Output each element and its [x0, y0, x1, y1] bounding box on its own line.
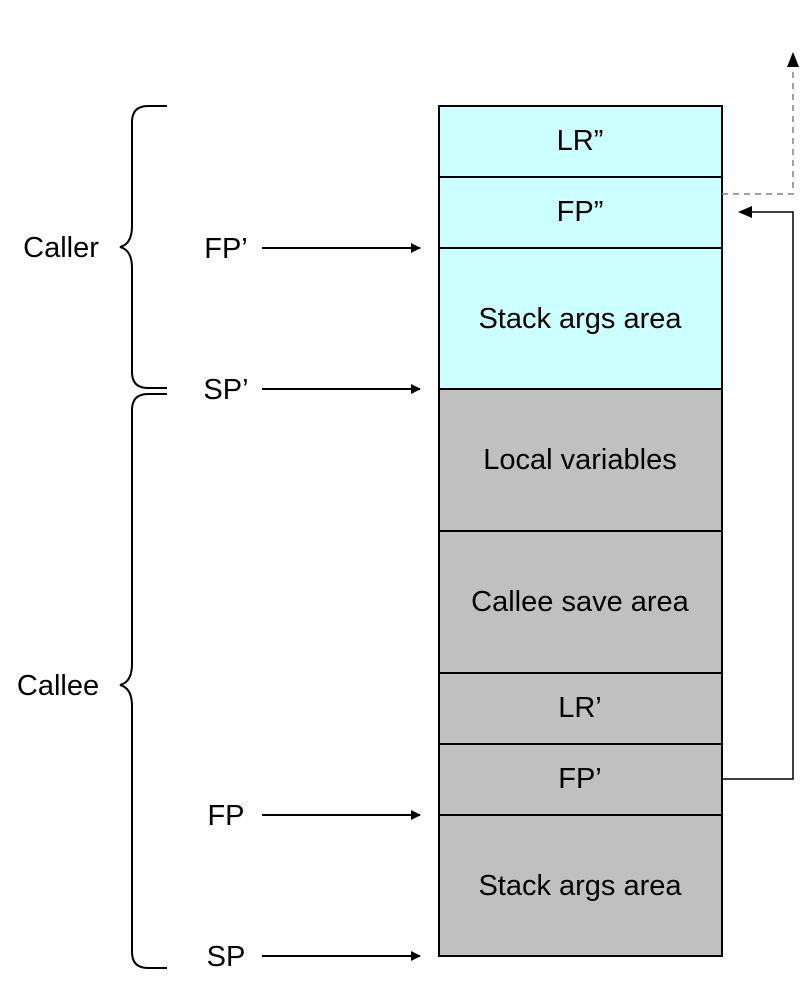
fp-chain-arrowhead-up [787, 52, 799, 67]
cell-label: Local variables [483, 444, 676, 476]
cell-box [438, 814, 723, 957]
fp-chain-link-dashed [722, 66, 794, 195]
fp-chain-arrowhead [738, 206, 752, 218]
caller-brace-label: Caller [23, 232, 99, 264]
callee-brace-shape [119, 393, 167, 969]
stack-cell-lr-caller-caller: LR” [438, 105, 723, 178]
cell-label: FP” [557, 196, 604, 228]
pointer-sp: SP [207, 941, 421, 973]
stack-cell-stack-args-callee: Stack args area [438, 814, 723, 957]
stack-cell-fp-callee: FP’ [438, 743, 723, 816]
pointer-label: FP [207, 800, 244, 832]
stack-cell-lr-callee: LR’ [438, 672, 723, 745]
fp-chain-link [722, 211, 794, 780]
cell-label: LR’ [558, 692, 602, 724]
stack-cell-callee-save-area: Callee save area [438, 530, 723, 674]
cell-label: Stack args area [478, 303, 682, 335]
callee-brace-label: Callee [17, 670, 99, 702]
cell-box [438, 388, 723, 532]
callee-brace: Callee [17, 393, 167, 969]
cell-box [438, 247, 723, 390]
cell-label: Stack args area [478, 870, 682, 902]
pointer-label: FP’ [204, 233, 248, 265]
pointer-label: SP’ [203, 374, 248, 406]
cell-box [438, 672, 723, 745]
cell-label: Callee save area [471, 586, 689, 618]
pointers: FP’ SP’ FP SP [203, 233, 421, 973]
cell-box [438, 530, 723, 674]
stack-cell-fp-caller-caller: FP” [438, 176, 723, 249]
braces: Caller Callee [17, 105, 167, 969]
stack-cell-local-variables: Local variables [438, 388, 723, 532]
cell-label: LR” [557, 125, 604, 157]
frame-links [722, 52, 799, 780]
pointer-fp: FP [207, 800, 421, 832]
caller-brace: Caller [23, 105, 167, 389]
stack: LR” FP” Stack args area Local variables … [438, 105, 723, 957]
cell-label: FP’ [558, 763, 602, 795]
cell-box [438, 176, 723, 249]
pointer-label: SP [207, 941, 246, 973]
caller-brace-shape [119, 105, 167, 389]
cell-box [438, 105, 723, 178]
pointer-fp-prime: FP’ [204, 233, 421, 265]
pointer-sp-prime: SP’ [203, 374, 421, 406]
stack-cell-stack-args-caller: Stack args area [438, 247, 723, 390]
